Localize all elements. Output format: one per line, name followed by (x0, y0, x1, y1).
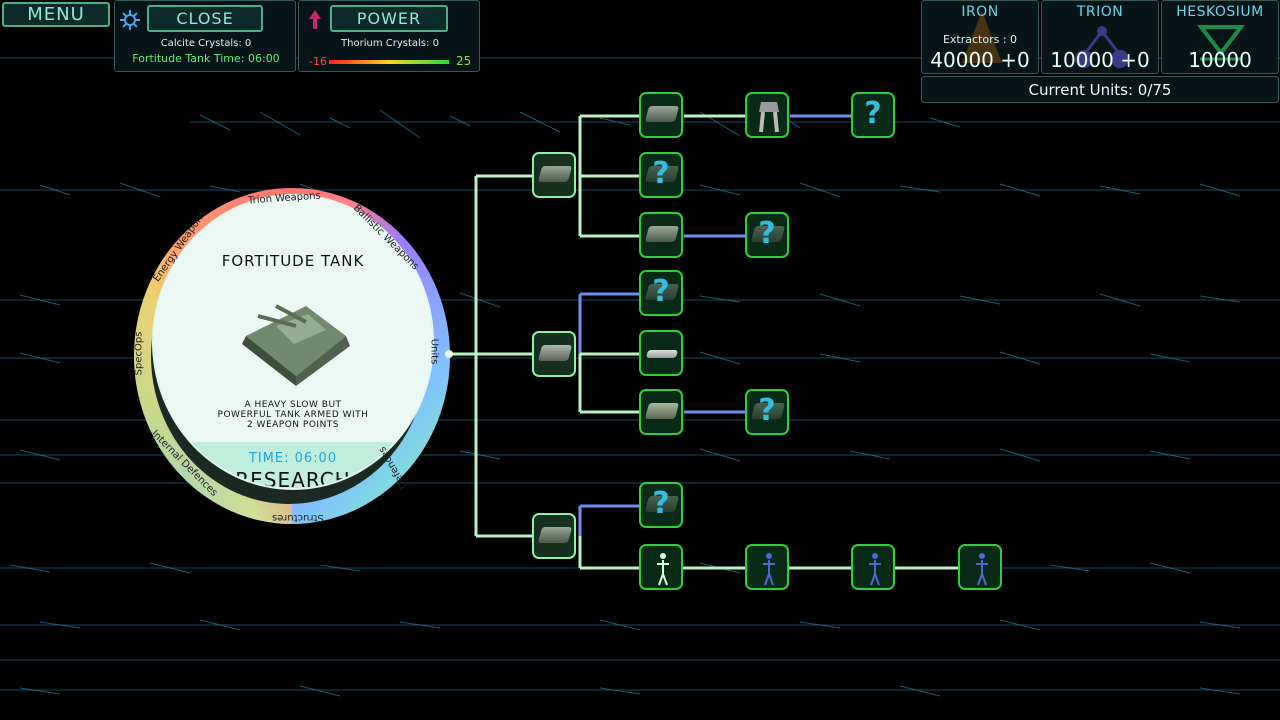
soldier-icon (763, 553, 775, 586)
iron-icon (962, 11, 1002, 63)
node-infantry-3[interactable] (851, 544, 895, 590)
node-infantry-4[interactable] (958, 544, 1002, 590)
close-button[interactable]: CLOSE (147, 5, 263, 32)
research-description-line2: POWERFUL TANK ARMED WITH (217, 410, 369, 420)
power-min-value: -16 (309, 55, 327, 68)
node-mech-walker[interactable] (745, 92, 789, 138)
calcite-crystals-label: Calcite Crystals: 0 (160, 38, 252, 49)
research-description-line1: A HEAVY SLOW BUT (244, 400, 342, 410)
trion-icon (1075, 26, 1129, 68)
menu-button[interactable]: MENU (2, 2, 110, 27)
power-panel: POWER Thorium Crystals: 0 -16 25 (298, 0, 480, 72)
iron-title: IRON (961, 4, 999, 20)
node-infantry-branch[interactable] (532, 513, 576, 559)
current-units-label: Current Units: 0/75 (1028, 81, 1172, 99)
node-locked-1[interactable]: ? (851, 92, 895, 138)
research-card: FORTITUDE TANK A HEAVY SLOW BUT POWERFUL… (152, 194, 434, 490)
thorium-crystals-label: Thorium Crystals: 0 (341, 38, 439, 49)
power-gradient-bar (329, 60, 449, 64)
node-locked-6[interactable]: ? (639, 482, 683, 528)
research-time-label: Fortitude Tank Time: 06:00 (132, 52, 280, 65)
mech-walker-icon (759, 102, 779, 133)
node-fortitude-tank[interactable] (639, 212, 683, 258)
heskosium-panel: HESKOSIUM 10000 (1161, 0, 1279, 74)
heskosium-title: HESKOSIUM (1176, 4, 1264, 20)
node-locked-5[interactable]: ? (745, 389, 789, 435)
node-vehicle-branch[interactable] (532, 331, 576, 377)
soldier-icon (976, 553, 988, 586)
node-hover-vehicle[interactable] (639, 330, 683, 376)
node-infantry-2[interactable] (745, 544, 789, 590)
node-gunship[interactable] (639, 389, 683, 435)
node-tank-branch[interactable] (532, 152, 576, 198)
iron-panel: IRON Extractors : 0 40000 +0 (921, 0, 1039, 74)
power-button[interactable]: POWER (330, 5, 448, 32)
research-footer (154, 442, 432, 488)
power-max-value: 25 (456, 54, 472, 68)
node-locked-3[interactable]: ? (745, 212, 789, 258)
power-icon (309, 10, 321, 29)
heskosium-value: 10000 (1188, 48, 1252, 72)
research-button[interactable]: RESEARCH (235, 468, 351, 490)
soldier-icon (869, 553, 881, 586)
iron-value: 40000 +0 (930, 48, 1030, 72)
settings-cog-icon (120, 10, 140, 30)
research-description-line3: 2 WEAPON POINTS (246, 420, 340, 430)
node-light-tank[interactable] (639, 92, 683, 138)
trion-value: 10000 +0 (1050, 48, 1150, 72)
node-locked-4[interactable]: ? (639, 270, 683, 316)
iron-extractors: Extractors : 0 (942, 33, 1018, 46)
heskosium-icon (1196, 25, 1246, 61)
node-locked-2[interactable]: ? (639, 152, 683, 198)
soldier-icon (657, 553, 669, 586)
trion-title: TRION (1076, 4, 1124, 20)
trion-panel: TRION 10000 +0 (1041, 0, 1159, 74)
node-infantry-1[interactable] (639, 544, 683, 590)
close-panel: CLOSE Calcite Crystals: 0 Fortitude Tank… (114, 0, 296, 72)
fortitude-tank-image (242, 304, 350, 386)
current-units-panel: Current Units: 0/75 (921, 76, 1279, 103)
research-time: TIME: 06:00 (248, 451, 338, 466)
research-title: FORTITUDE TANK (221, 252, 365, 270)
